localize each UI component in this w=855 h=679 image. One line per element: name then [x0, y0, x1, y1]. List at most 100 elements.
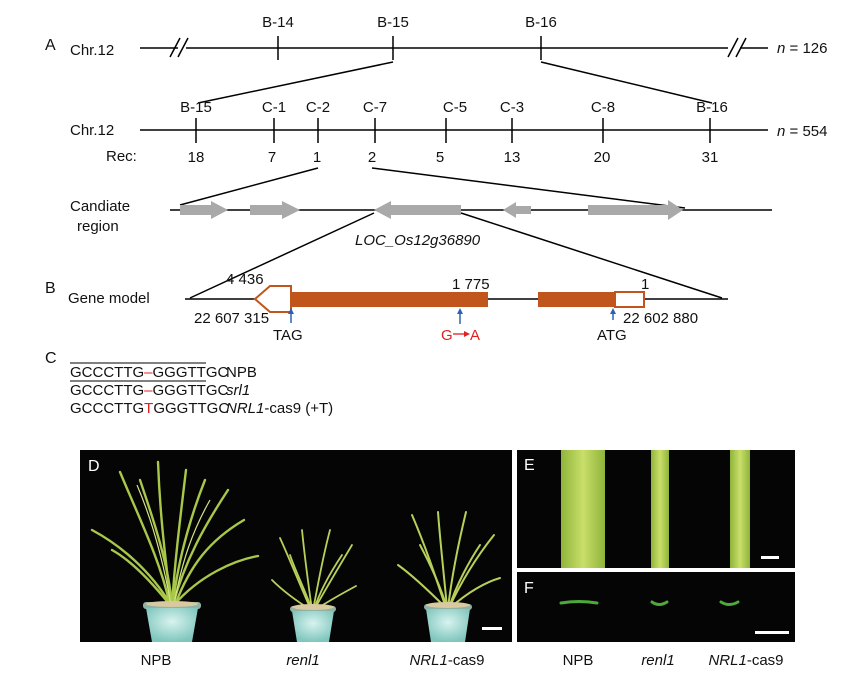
leaf-nrl1-cas9	[730, 450, 750, 568]
label-f-renl1: renl1	[641, 652, 674, 669]
panel-label-c: C	[45, 350, 57, 367]
coordinate-right: 22 602 880	[623, 310, 698, 327]
marker-b15: B-15	[377, 14, 409, 60]
leaf-section-npb	[559, 600, 599, 605]
scale-bar-e	[761, 556, 779, 559]
break-mark-right	[727, 37, 747, 58]
tag-arrow	[288, 308, 294, 323]
svg-text:GCCCTTG–GGGTTGC: GCCCTTG–GGGTTGC	[70, 364, 229, 381]
panel-label-d: D	[88, 458, 100, 475]
leaf-section-nrl1-cas9	[719, 600, 740, 606]
sequence-row-cas9: GCCCTTGTGGGTTGC NRL1-cas9 (+T)	[70, 400, 333, 417]
exon-1	[291, 292, 488, 307]
stop-codon-label: TAG	[273, 327, 303, 344]
utr-3prime-arrow	[253, 285, 292, 313]
mutation-from: G	[441, 327, 453, 344]
panel-label-a: A	[45, 37, 56, 54]
position-1775: 1 775	[452, 276, 490, 293]
marker-c2: C-2 1	[306, 99, 330, 166]
marker-c5: C-5 5	[436, 99, 467, 166]
zoom-line-left-1	[197, 61, 394, 104]
atg-arrow	[610, 308, 616, 320]
marker-b15-fine: B-15 18	[180, 99, 212, 166]
break-mark-left	[169, 37, 189, 58]
marker-c2-label: C-2	[306, 99, 330, 116]
marker-b16-label: B-16	[525, 14, 557, 31]
target-gene-label: LOC_Os12g36890	[355, 232, 481, 249]
sequence-row-npb: GCCCTTG–GGGTTGC NPB	[70, 362, 257, 381]
label-f-cas9: NRL1-cas9	[708, 652, 783, 669]
label-d-renl1: renl1	[286, 652, 319, 669]
leaf-renl1	[651, 450, 669, 568]
panel-label-b: B	[45, 280, 56, 297]
gene-arrow-target	[374, 201, 461, 219]
marker-c8-label: C-8	[591, 99, 615, 116]
position-4436: 4 436	[226, 271, 264, 288]
scale-bar-f	[755, 631, 789, 634]
rec-b15: 18	[188, 149, 205, 166]
marker-c3: C-3 13	[500, 99, 524, 166]
rec-c8: 20	[594, 149, 611, 166]
chr-label-1: Chr.12	[70, 42, 114, 59]
coordinate-left: 22 607 315	[194, 310, 269, 327]
position-1: 1	[641, 276, 649, 293]
sequence-row-srl1: GCCCTTG–GGGTTGC srl1	[70, 380, 250, 399]
marker-b14: B-14	[262, 14, 294, 60]
marker-c7: C-7 2	[363, 99, 387, 166]
panel-label-f: F	[524, 580, 534, 597]
label-d-cas9: NRL1-cas9	[409, 652, 484, 669]
marker-c7-label: C-7	[363, 99, 387, 116]
zoom-line-right-1	[540, 61, 713, 104]
scale-bar-d	[482, 627, 502, 630]
mutation-to: A	[470, 327, 480, 344]
gene-arrow-4	[503, 202, 531, 218]
label-f-npb: NPB	[563, 652, 594, 669]
start-codon-label: ATG	[597, 327, 627, 344]
population-size-2: n = 554	[777, 123, 827, 140]
zoom-line-left-2	[179, 167, 319, 206]
rec-c1: 7	[268, 149, 276, 166]
gene-arrow-2	[250, 201, 300, 219]
rec-c3: 13	[504, 149, 521, 166]
exon-2	[538, 292, 615, 307]
plant-renl1	[271, 529, 357, 642]
mutation-arrow	[457, 308, 463, 324]
rec-c2: 1	[313, 149, 321, 166]
mutation-change-arrow	[453, 331, 470, 337]
svg-text:GCCCTTG–GGGTTGC: GCCCTTG–GGGTTGC	[70, 382, 229, 399]
gene-model-label: Gene model	[68, 290, 150, 307]
chr-label-2: Chr.12	[70, 122, 114, 139]
marker-b16: B-16	[525, 14, 557, 60]
marker-b16-fine: B-16 31	[696, 99, 728, 166]
gene-arrow-5	[588, 200, 683, 220]
leaf-npb	[561, 450, 605, 568]
zoom-line-right-2	[371, 167, 686, 209]
zoom-line-left-3	[189, 212, 375, 299]
panel-label-e: E	[524, 457, 535, 474]
plant-npb	[90, 460, 260, 642]
rec-b16: 31	[702, 149, 719, 166]
sequence-name-srl1: srl1	[226, 382, 250, 399]
rec-c7: 2	[368, 149, 376, 166]
marker-c1-label: C-1	[262, 99, 286, 116]
zoom-line-right-3	[460, 212, 723, 299]
marker-c1: C-1 7	[262, 99, 286, 166]
marker-b14-label: B-14	[262, 14, 294, 31]
rec-c5: 5	[436, 149, 444, 166]
rec-label: Rec:	[106, 148, 137, 165]
marker-c3-label: C-3	[500, 99, 524, 116]
marker-c8: C-8 20	[591, 99, 615, 166]
marker-b15-fine-label: B-15	[180, 99, 212, 116]
sequence-name-cas9: NRL1-cas9 (+T)	[226, 400, 333, 417]
plant-nrl1-cas9	[397, 511, 501, 642]
marker-b16-fine-label: B-16	[696, 99, 728, 116]
photo-panel-f	[517, 572, 795, 642]
svg-text:GCCCTTGTGGGTTGC: GCCCTTGTGGGTTGC	[70, 400, 229, 417]
label-d-npb: NPB	[141, 652, 172, 669]
sequence-name-npb: NPB	[226, 364, 257, 381]
utr-5prime	[614, 291, 645, 308]
leaf-section-renl1	[650, 600, 669, 606]
gene-arrow-1	[180, 201, 228, 219]
